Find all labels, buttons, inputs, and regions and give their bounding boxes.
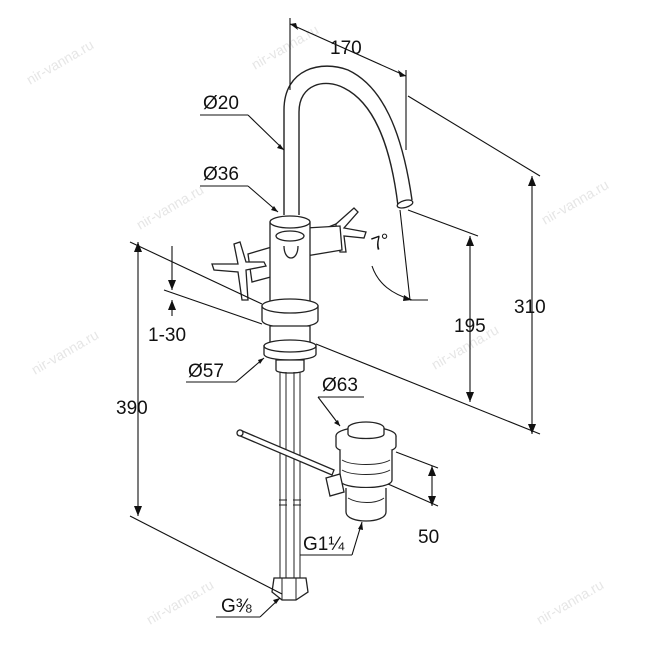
label-body-diameter: Ø36 (203, 164, 239, 185)
watermark: nir-vanna.ru (144, 576, 217, 627)
dimension-labels: 170 Ø20 Ø36 7° 195 310 1-30 Ø57 Ø63 390 … (116, 38, 546, 617)
label-total-height: 310 (514, 297, 546, 318)
label-supply-thread: G⅜ (221, 596, 252, 617)
watermark: nir-vanna.ru (534, 576, 607, 627)
watermark: nir-vanna.ru (29, 326, 102, 377)
label-mounting-thickness: 1-30 (148, 325, 186, 346)
faucet-body (211, 65, 414, 601)
label-drain-thread: G1¼ (303, 534, 345, 555)
popup-rod (236, 429, 335, 476)
watermark: nir-vanna.ru (249, 21, 322, 72)
watermark: nir-vanna.ru (539, 176, 612, 227)
label-spout-height: 195 (454, 316, 486, 337)
drain-assembly (325, 421, 397, 522)
label-spout-angle: 7° (369, 230, 393, 256)
dimension-lines (129, 18, 541, 618)
label-drain-height: 50 (418, 527, 439, 548)
label-spout-diameter: Ø20 (203, 93, 239, 114)
watermark: nir-vanna.ru (24, 36, 97, 87)
label-drain-diameter: Ø63 (322, 375, 358, 396)
label-hose-length: 390 (116, 398, 148, 419)
watermark: nir-vanna.ru (134, 181, 207, 232)
label-spout-reach: 170 (330, 38, 362, 59)
label-base-diameter: Ø57 (188, 361, 224, 382)
